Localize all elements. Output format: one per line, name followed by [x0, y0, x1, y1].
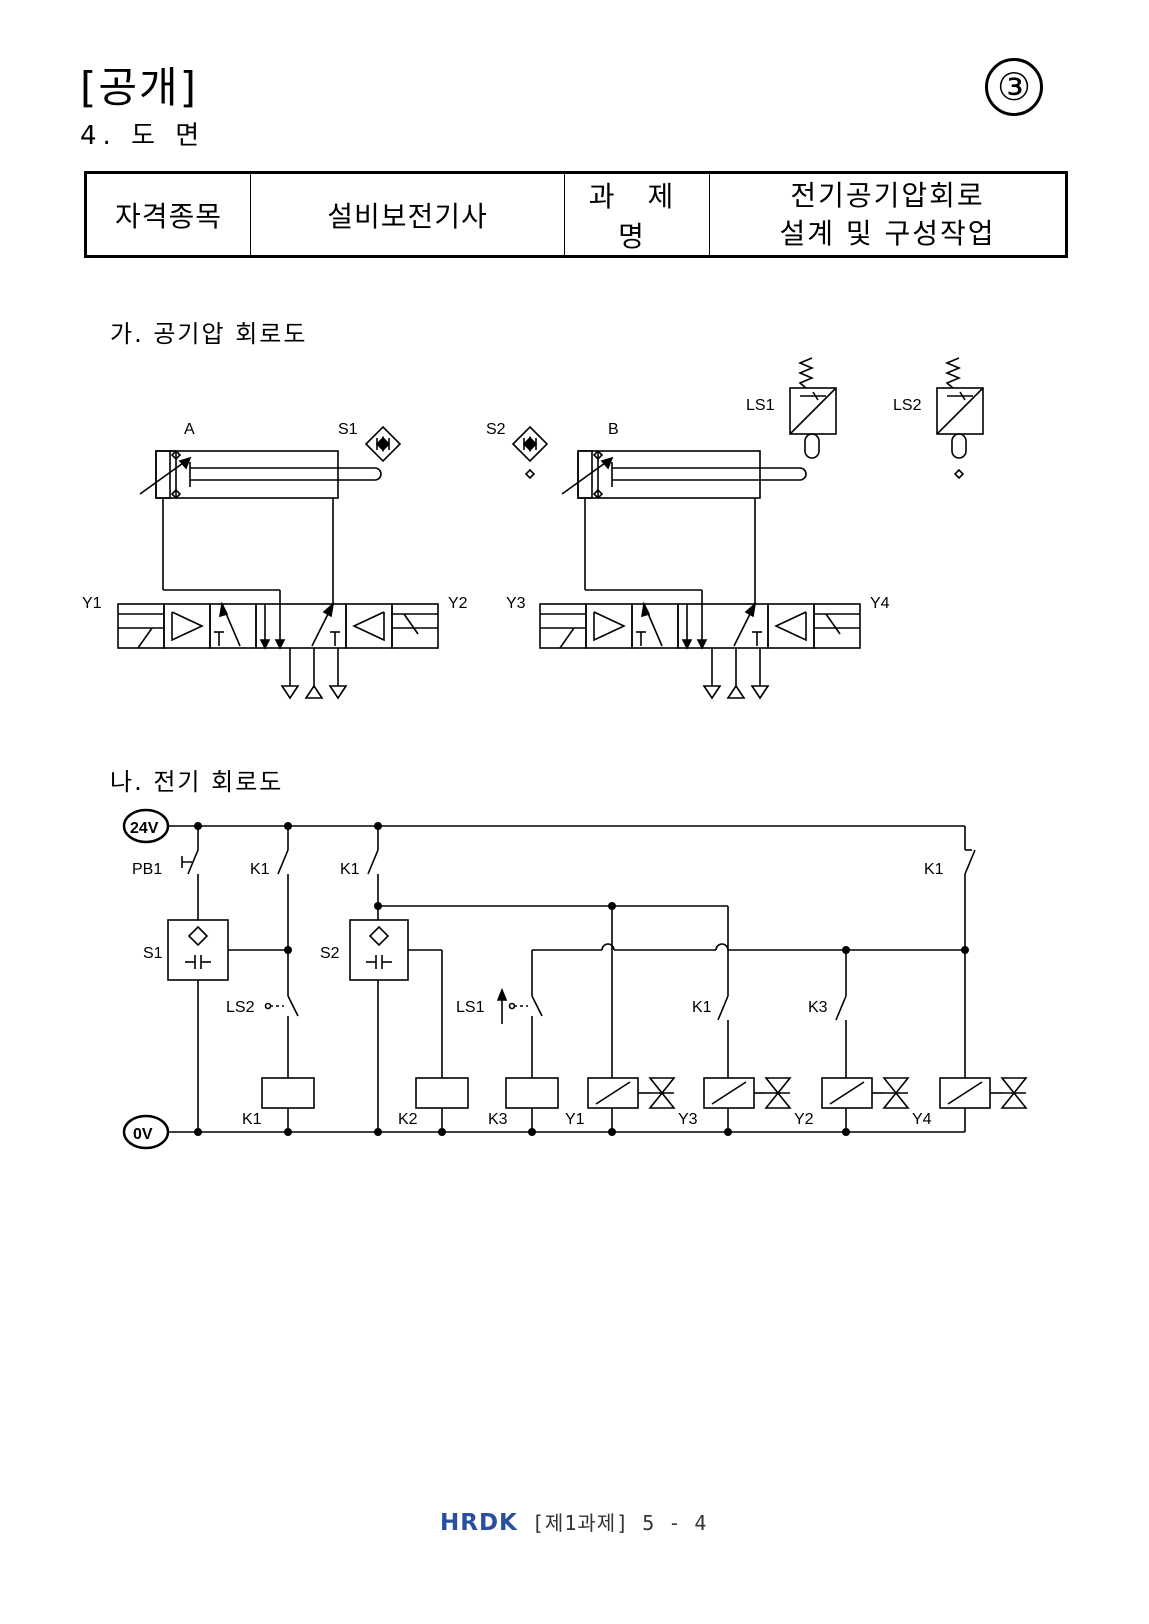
task-name-label: 과 제 명 — [564, 172, 710, 257]
label-sol-y2: Y2 — [794, 1111, 814, 1128]
qualification-value: 설비보전기사 — [250, 172, 565, 257]
qualification-label: 자격종목 — [85, 172, 251, 257]
label-ls1: LS1 — [456, 999, 485, 1016]
label-k1-c: K1 — [924, 861, 944, 878]
page-marker: ③ — [985, 58, 1043, 116]
limit-switch-ls2 — [936, 357, 984, 480]
label-k3: K3 — [808, 999, 828, 1016]
terminal-24v — [122, 808, 170, 844]
label-ls2: LS2 — [226, 999, 255, 1016]
section-title: 4. 도 면 — [80, 121, 206, 151]
task-name-value: 전기공기압회로 설계 및 구성작업 — [709, 172, 1067, 257]
footer-page-text: [제1과제] 5 - 4 — [531, 1511, 708, 1535]
coil-k3 — [505, 1077, 559, 1109]
label-s2: S2 — [320, 945, 340, 962]
cylinder-b — [561, 449, 807, 604]
task-name-line1: 전기공기압회로 — [790, 178, 985, 212]
label-pb1: PB1 — [132, 861, 162, 878]
label-coil-k2: K2 — [398, 1111, 418, 1128]
coil-k1 — [261, 1077, 315, 1109]
label-24v: 24V — [130, 820, 159, 837]
coil-k2 — [415, 1077, 469, 1109]
label-sol-y3: Y3 — [678, 1111, 698, 1128]
sensor-s2-box — [349, 919, 409, 981]
sensor-s1 — [364, 425, 402, 463]
label-y3: Y3 — [506, 595, 526, 612]
label-coil-k3: K3 — [488, 1111, 508, 1128]
label-sol-y4: Y4 — [912, 1111, 932, 1128]
label-y1: Y1 — [82, 595, 102, 612]
electric-circuit: 24V 0V PB1 K1 K1 K1 S1 S2 LS2 LS1 K1 K3 … — [122, 808, 1028, 1150]
label-k1-b: K1 — [340, 861, 360, 878]
sensor-s1-box — [167, 919, 229, 981]
label-k1-d: K1 — [692, 999, 712, 1016]
label-s1: S1 — [338, 421, 358, 438]
cylinder-a — [139, 449, 382, 604]
label-ls2: LS2 — [893, 397, 922, 414]
label-sol-y1: Y1 — [565, 1111, 585, 1128]
info-table: 자격종목 설비보전기사 과 제 명 전기공기압회로 설계 및 구성작업 — [84, 171, 1068, 258]
pneumatic-circuit: A S1 S2 B LS1 LS2 Y1 Y2 Y3 Y4 — [82, 357, 984, 700]
label-k1-a: K1 — [250, 861, 270, 878]
task-name-line2: 설계 및 구성작업 — [779, 216, 996, 250]
label-y2: Y2 — [448, 595, 468, 612]
page-tag: [공개] — [80, 63, 199, 112]
label-s1: S1 — [143, 945, 163, 962]
footer: HRDK [제1과제] 5 - 4 — [440, 1508, 707, 1538]
junction-dots — [194, 822, 969, 1136]
limit-switch-ls1 — [789, 357, 837, 459]
electric-title: 나. 전기 회로도 — [110, 768, 284, 796]
label-0v: 0V — [133, 1126, 153, 1143]
label-coil-k1: K1 — [242, 1111, 262, 1128]
pneumatic-title: 가. 공기압 회로도 — [110, 320, 308, 348]
sensor-s2 — [511, 425, 549, 480]
valve-2 — [539, 601, 861, 700]
label-s2: S2 — [486, 421, 506, 438]
label-cylinder-b: B — [608, 421, 619, 438]
label-cylinder-a: A — [184, 421, 195, 438]
label-ls1: LS1 — [746, 397, 775, 414]
label-y4: Y4 — [870, 595, 890, 612]
terminal-0v — [122, 1114, 170, 1150]
valve-1 — [117, 601, 439, 700]
hrdk-logo: HRDK — [440, 1510, 518, 1536]
